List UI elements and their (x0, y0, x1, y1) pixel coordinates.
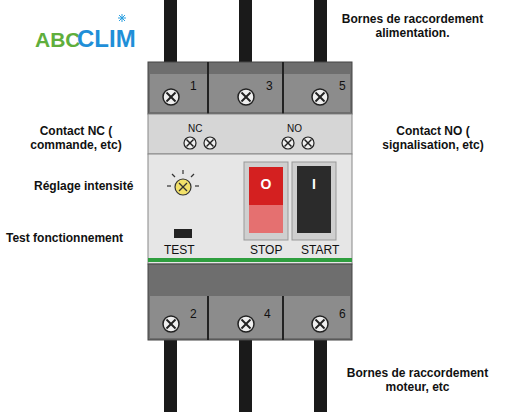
button-label: STOP (250, 243, 282, 257)
stop-button (244, 162, 288, 240)
logo-text: ABC (35, 27, 81, 52)
contact-label: NC (188, 123, 202, 135)
bottom-terminal-block (148, 264, 352, 340)
button-symbol: I (297, 176, 331, 193)
breaker-body (148, 114, 352, 264)
callout-label: Contact NC ( commande, etc) (22, 124, 130, 153)
contact-label: NO (287, 123, 302, 135)
callout-label: Test fonctionnement (6, 231, 123, 245)
terminal-number: 3 (266, 79, 273, 93)
terminal-number: 1 (190, 79, 197, 93)
button-label: TEST (164, 243, 195, 257)
start-button (292, 162, 336, 240)
button-label: START (301, 243, 339, 257)
button-symbol: O (249, 176, 283, 193)
terminal-number: 4 (264, 307, 271, 321)
logo-text: CLIM (77, 25, 136, 54)
terminal-note: Bornes de raccordement moteur, etc (335, 366, 500, 395)
current-knob (167, 170, 199, 195)
logo-star (118, 14, 126, 22)
callout-label: Réglage intensité (34, 179, 133, 193)
terminal-note: Bornes de raccordement alimentation. (330, 12, 495, 41)
top-terminal-block (148, 62, 352, 114)
terminal-number: 2 (190, 307, 197, 321)
terminal-number: 5 (339, 79, 346, 93)
callout-label: Contact NO ( signalisation, etc) (368, 124, 498, 153)
motor-wires (164, 330, 327, 412)
terminal-number: 6 (339, 307, 346, 321)
test-button (174, 229, 192, 238)
